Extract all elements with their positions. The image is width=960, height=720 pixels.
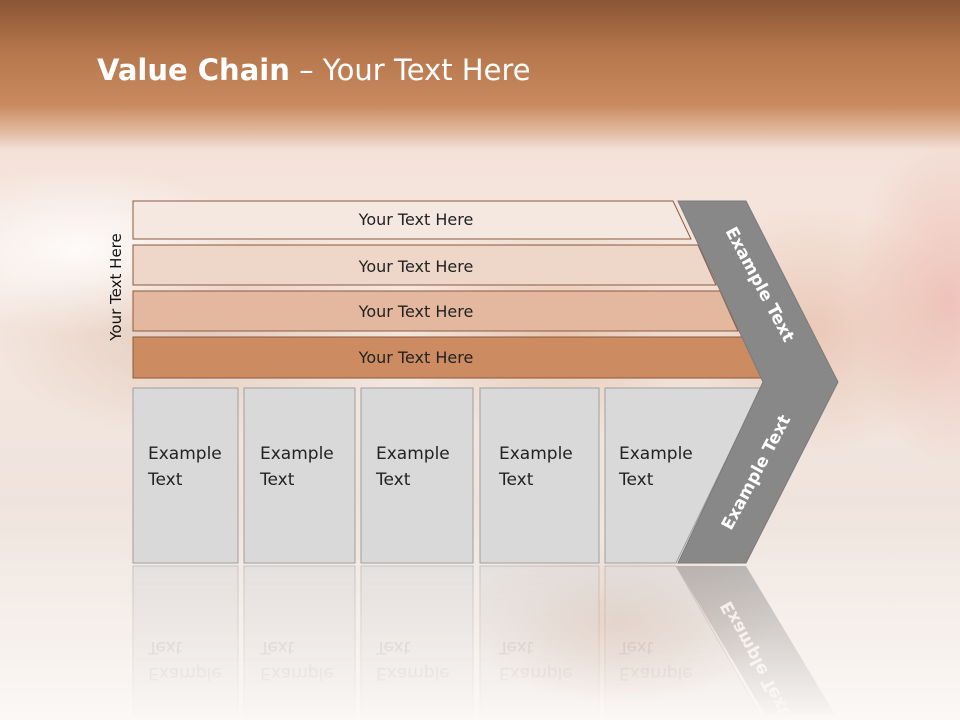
box-1-line-2: Text xyxy=(147,470,183,490)
activity-box-3 xyxy=(360,387,474,564)
box-4-line-2: Text xyxy=(498,470,534,490)
box-5-line-1: Example xyxy=(619,444,693,464)
bar-3 xyxy=(132,290,739,332)
activity-box-5 xyxy=(604,387,762,564)
box-reflection-text-2b: Text xyxy=(259,637,295,657)
box-2-line-1: Example xyxy=(260,444,334,464)
activity-box-4 xyxy=(479,387,600,564)
box-reflection-text-4: Example xyxy=(499,663,573,683)
bar-3-label: Your Text Here xyxy=(358,302,474,321)
box-reflection-4 xyxy=(479,565,600,717)
box-4-line-1: Example xyxy=(499,444,573,464)
slide-title: Value Chain – Your Text Here xyxy=(97,53,531,87)
box-5-line-2: Text xyxy=(618,470,654,490)
box-reflection-text-1: Example xyxy=(148,663,222,683)
box-reflection-text-5: Example xyxy=(619,663,693,683)
box-reflection-1 xyxy=(132,565,239,717)
box-reflection-text-3: Example xyxy=(376,663,450,683)
activity-box-2 xyxy=(243,387,356,564)
bar-1-label: Your Text Here xyxy=(358,210,474,229)
margin-chevron xyxy=(677,200,839,564)
box-reflection-text-3b: Text xyxy=(375,637,411,657)
box-reflection-text-1b: Text xyxy=(147,637,183,657)
title-bold: Value Chain xyxy=(97,53,290,87)
box-reflection-5 xyxy=(604,565,762,717)
box-reflection-2 xyxy=(243,565,356,717)
diagram-reflection: Example Text Example Text Example Text E… xyxy=(132,565,836,719)
title-rest: – Your Text Here xyxy=(289,53,531,87)
bar-2 xyxy=(132,244,717,286)
title-band xyxy=(0,0,960,150)
bar-1 xyxy=(132,200,692,240)
activity-box-1 xyxy=(132,387,239,564)
box-3-line-1: Example xyxy=(376,444,450,464)
box-reflection-text-4b: Text xyxy=(498,637,534,657)
bar-2-label: Your Text Here xyxy=(358,257,474,276)
box-3-line-2: Text xyxy=(375,470,411,490)
box-reflection-text-2: Example xyxy=(260,663,334,683)
chevron-reflection xyxy=(676,566,836,716)
bar-4-label: Your Text Here xyxy=(358,348,474,367)
box-2-line-2: Text xyxy=(259,470,295,490)
box-1-line-1: Example xyxy=(148,444,222,464)
box-reflection-3 xyxy=(360,565,474,717)
box-reflection-text-5b: Text xyxy=(618,637,654,657)
